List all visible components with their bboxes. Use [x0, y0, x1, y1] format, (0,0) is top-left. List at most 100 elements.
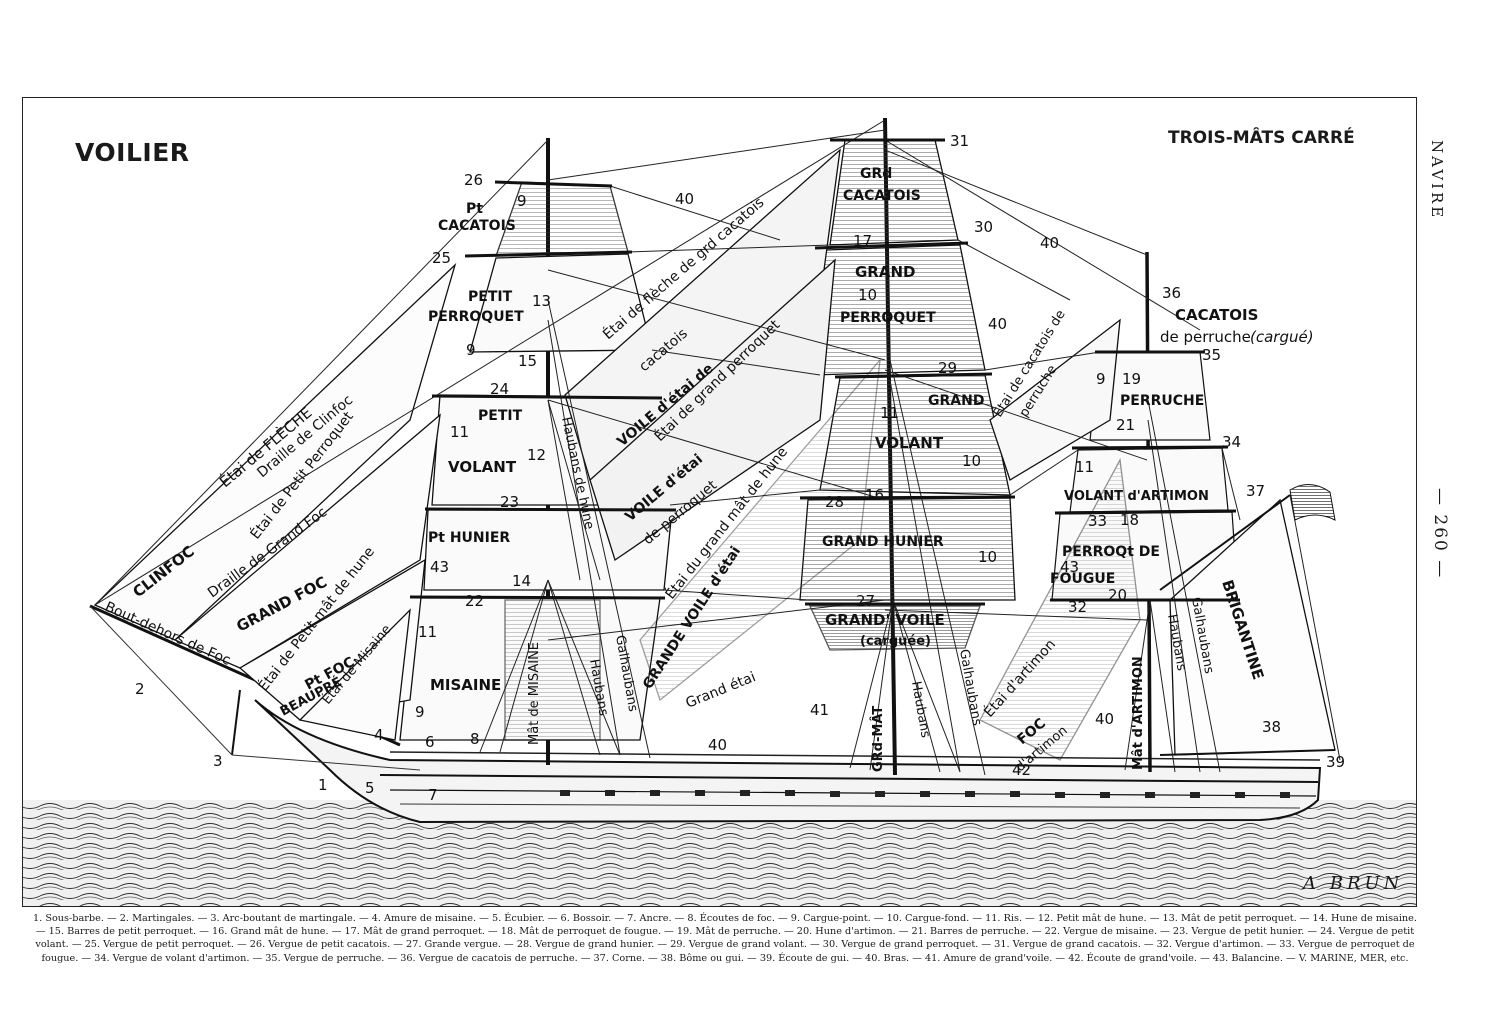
callout-3: 3 — [213, 752, 223, 770]
callout-18: 18 — [1120, 511, 1139, 529]
label-mat-misaine: Mât de MISAINE — [527, 642, 542, 745]
label-grand-hunier: GRAND HUNIER — [822, 534, 944, 550]
label-volant-artimon: VOLANT d'ARTIMON — [1064, 489, 1209, 504]
callout-34: 34 — [1222, 433, 1241, 451]
label-petit-perroquet-b: PERROQUET — [428, 309, 524, 325]
label-grd-cacatois-b: CACATOIS — [843, 188, 921, 204]
callout-42: 42 — [1012, 761, 1031, 779]
label-pt-cacatois-b: CACATOIS — [438, 218, 516, 234]
hull — [254, 699, 1322, 824]
callout-40d: 40 — [708, 736, 727, 754]
page-title: VOILIER — [75, 138, 190, 167]
label-cacatois-perruche-a: CACATOIS — [1175, 306, 1258, 324]
callout-10a: 10 — [962, 452, 981, 470]
callout-35: 35 — [1202, 346, 1221, 364]
label-grd-cacatois-a: GRd — [860, 166, 892, 182]
label-petit-volant-a: PETIT — [478, 408, 523, 424]
callout-11d: 11 — [1075, 458, 1094, 476]
artist-signature: A BRUN — [1303, 873, 1404, 894]
callout-10b: 10 — [978, 548, 997, 566]
label-grand-voile-b: (carguée) — [860, 634, 931, 649]
page-subtitle: TROIS-MÂTS CARRÉ — [1168, 128, 1355, 148]
callout-38: 38 — [1262, 718, 1281, 736]
callout-5: 5 — [365, 779, 375, 797]
callout-41: 41 — [810, 701, 829, 719]
callout-9c: 9 — [1096, 370, 1106, 388]
callout-28: 28 — [825, 493, 844, 511]
callout-29: 29 — [938, 359, 957, 377]
callout-2: 2 — [135, 680, 145, 698]
label-grand-etai: Grand étai — [684, 669, 759, 712]
callout-27: 27 — [856, 592, 875, 610]
label-grand-perroquet-b: PERROQUET — [840, 310, 936, 326]
callout-11c: 11 — [880, 404, 899, 422]
callout-7: 7 — [428, 786, 438, 804]
callout-40e: 40 — [1095, 710, 1114, 728]
callout-12: 12 — [527, 446, 546, 464]
label-pt-hunier: Pt HUNIER — [428, 530, 510, 546]
callout-21: 21 — [1116, 416, 1135, 434]
legend-text: 1. Sous-barbe. — 2. Martingales. — 3. Ar… — [33, 913, 1417, 964]
callout-24: 24 — [490, 380, 509, 398]
callout-6: 6 — [425, 733, 435, 751]
label-cacatois-perruche-b: de perruche — [1160, 328, 1251, 346]
callout-33: 33 — [1088, 512, 1107, 530]
callout-40a: 40 — [675, 190, 694, 208]
label-grand-voile-a: GRAND' VOILE — [825, 611, 945, 629]
callout-26: 26 — [464, 171, 483, 189]
plate-frame — [22, 97, 1417, 907]
callout-9a: 9 — [466, 341, 476, 359]
label-haubans-b: Haubans — [908, 680, 933, 739]
callout-4: 4 — [374, 726, 384, 744]
label-perroquet-fougue-b: FOUGUE — [1050, 571, 1115, 587]
label-pt-cacatois-a: Pt — [466, 201, 483, 217]
callout-9b: 9 — [415, 703, 425, 721]
callout-14: 14 — [512, 572, 531, 590]
label-grand-perroquet-a: GRAND — [855, 263, 915, 281]
callout-8: 8 — [470, 730, 480, 748]
callout-16: 16 — [865, 486, 884, 504]
label-perruche: PERRUCHE — [1120, 393, 1204, 409]
callout-37: 37 — [1246, 482, 1265, 500]
yards — [409, 138, 1240, 606]
label-perroquet-fougue-a: PERROQt DE — [1062, 544, 1160, 560]
callout-31: 31 — [950, 132, 969, 150]
callout-17: 17 — [853, 232, 872, 250]
callout-13: 13 — [532, 292, 551, 310]
label-grand-volant-a: GRAND — [928, 393, 984, 409]
label-grand-volant-b: VOLANT — [875, 434, 944, 452]
callout-30: 30 — [974, 218, 993, 236]
flag — [1289, 484, 1336, 521]
callout-9d: 9 — [517, 192, 527, 210]
callout-40c: 40 — [988, 315, 1007, 333]
label-petit-perroquet-a: PETIT — [468, 289, 513, 305]
callout-10c: 10 — [858, 286, 877, 304]
callout-36: 36 — [1162, 284, 1181, 302]
callout-32: 32 — [1068, 598, 1087, 616]
page-number: — 260 — — [1430, 488, 1450, 580]
label-cacatois-perruche-c: (cargué) — [1250, 328, 1314, 346]
fore-sails — [399, 181, 673, 741]
label-grd-mat: GRd-MÂT — [870, 706, 886, 772]
label-misaine: MISAINE — [430, 676, 501, 694]
callout-15: 15 — [518, 352, 537, 370]
callout-43b: 43 — [1060, 558, 1079, 576]
callout-20: 20 — [1108, 586, 1127, 604]
head-sails — [93, 262, 457, 741]
rigging — [94, 119, 1341, 776]
side-running-title: NAVIRE — [1428, 140, 1446, 221]
callout-39: 39 — [1326, 753, 1345, 771]
callout-11a: 11 — [450, 423, 469, 441]
callout-19: 19 — [1122, 370, 1141, 388]
callout-11b: 11 — [418, 623, 437, 641]
callout-25: 25 — [432, 249, 451, 267]
callout-22: 22 — [465, 592, 484, 610]
callout-43a: 43 — [430, 558, 449, 576]
callout-23: 23 — [500, 493, 519, 511]
label-galhaubans-b: Galhaubans — [956, 648, 984, 727]
callout-40b: 40 — [1040, 234, 1059, 252]
label-petit-volant-b: VOLANT — [448, 458, 517, 476]
label-mat-artimon: Mât d'ARTIMON — [1131, 656, 1146, 770]
callout-1: 1 — [318, 776, 328, 794]
